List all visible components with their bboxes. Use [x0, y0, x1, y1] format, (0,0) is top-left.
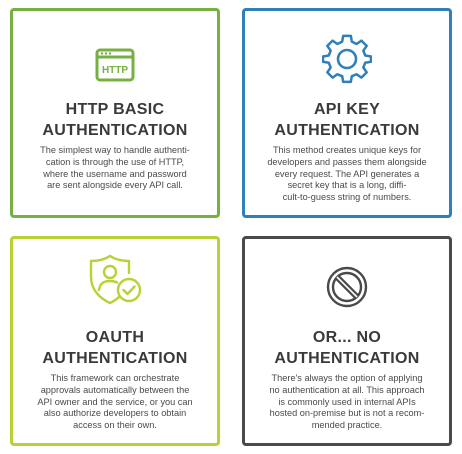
- desc-line: is commonly used in internal APIs: [278, 396, 416, 407]
- desc-line: hosted on-premise but is not a recom-: [269, 408, 425, 419]
- browser-window-http-icon: HTTP: [13, 39, 217, 91]
- api-key-title: API KEY AUTHENTICATION: [249, 99, 445, 141]
- title-line: API KEY: [313, 101, 381, 118]
- title-line: AUTHENTICATION: [274, 122, 420, 139]
- desc-line: developers and passes them alongside: [267, 156, 427, 167]
- card-api-key: API KEY AUTHENTICATION This method creat…: [242, 8, 452, 218]
- desc-line: mended practice.: [311, 420, 383, 431]
- desc-line: secret key that is a long, diffi-: [287, 180, 407, 191]
- title-line: AUTHENTICATION: [42, 350, 188, 367]
- title-line: AUTHENTICATION: [274, 350, 420, 367]
- title-line: OAUTH: [85, 329, 145, 346]
- desc-line: are sent alongside every API call.: [47, 180, 183, 191]
- desc-line: access on their own.: [73, 420, 157, 431]
- desc-line: The simplest way to handle authenti-: [40, 145, 190, 155]
- desc-line: approvals automatically between the: [40, 384, 190, 395]
- api-key-description: This method creates unique keys for deve…: [267, 145, 427, 204]
- http-icon-text: HTTP: [102, 65, 128, 76]
- desc-line: where the username and password: [43, 168, 187, 179]
- desc-line: This method creates unique keys for: [272, 145, 422, 155]
- prohibited-icon: [245, 261, 449, 313]
- oauth-description: This framework can orchestrate approvals…: [35, 373, 195, 432]
- desc-line: no authentication at all. This approach: [269, 384, 425, 395]
- desc-line: also authorize developers to obtain: [43, 408, 187, 419]
- desc-line: This framework can orchestrate: [50, 373, 180, 383]
- card-no-authentication: OR... NO AUTHENTICATION There's always t…: [242, 236, 452, 446]
- card-http-basic: HTTP HTTP BASIC AUTHENTICATION The simpl…: [10, 8, 220, 218]
- desc-line: every request. The API generates a: [274, 168, 420, 179]
- http-basic-title: HTTP BASIC AUTHENTICATION: [17, 99, 213, 141]
- card-oauth: OAUTH AUTHENTICATION This framework can …: [10, 236, 220, 446]
- desc-line: API owner and the service, or you can: [37, 396, 193, 407]
- desc-line: cult-to-guess string of numbers.: [282, 192, 412, 203]
- no-auth-title: OR... NO AUTHENTICATION: [249, 327, 445, 369]
- http-basic-description: The simplest way to handle authenti- cat…: [35, 145, 195, 192]
- title-line: AUTHENTICATION: [42, 122, 188, 139]
- desc-line: cation is through the use of HTTP,: [45, 156, 185, 167]
- title-line: HTTP BASIC: [65, 101, 165, 118]
- gear-icon: [245, 33, 449, 85]
- verified-user-shield-icon: [13, 254, 217, 307]
- oauth-title: OAUTH AUTHENTICATION: [17, 327, 213, 369]
- title-line: OR... NO: [312, 329, 382, 346]
- desc-line: There's always the option of applying: [271, 373, 423, 383]
- no-auth-description: There's always the option of applying no…: [267, 373, 427, 432]
